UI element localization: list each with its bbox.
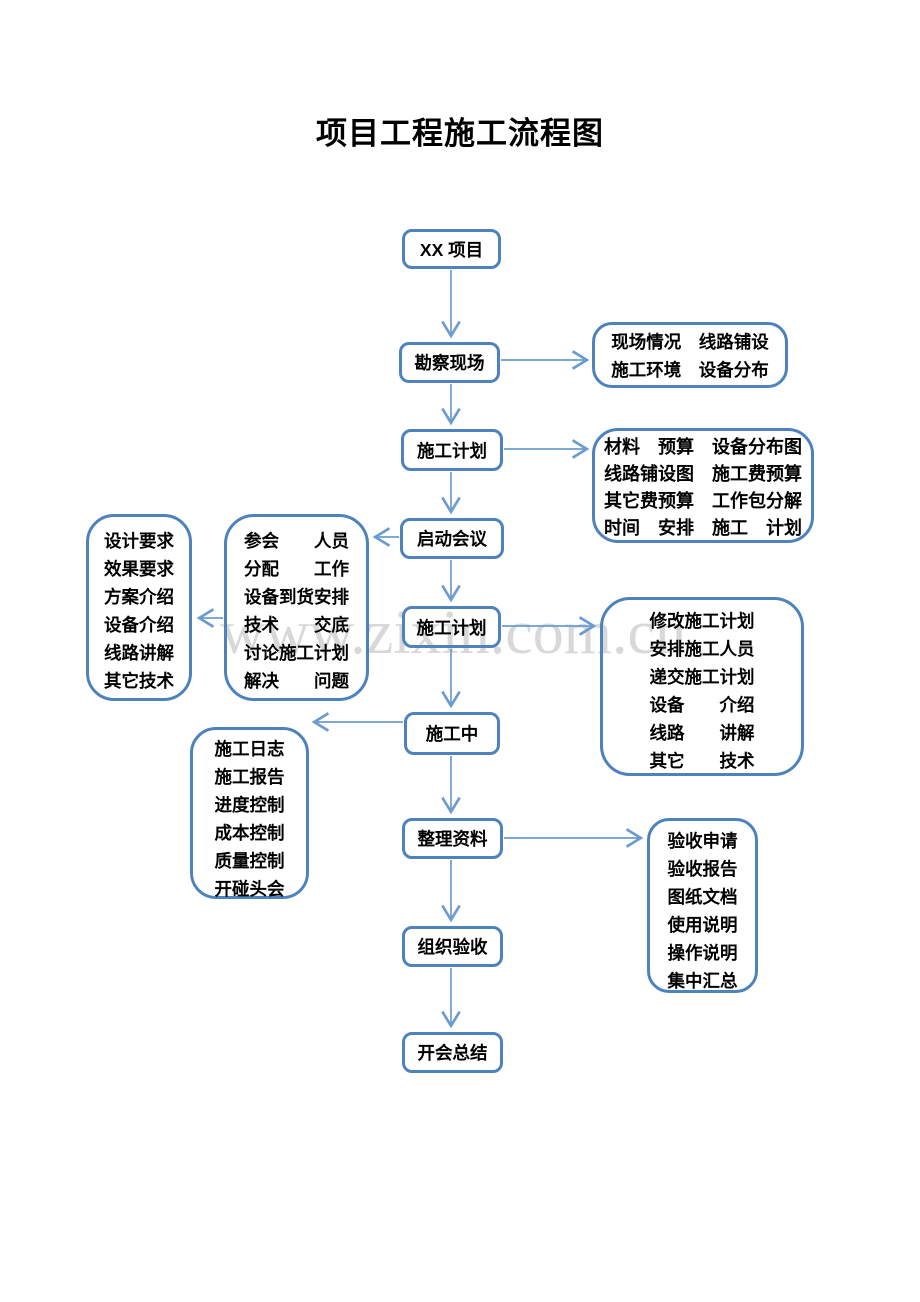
side-box-line: 操作说明 [667,943,738,963]
side-box-line: 修改施工计划 [649,611,755,631]
flow-node-label: 组织验收 [417,937,488,957]
side-box-line: 线路讲解 [104,643,174,663]
side-box-line: 施工报告 [214,767,285,787]
side-box-line: 线路 讲解 [649,723,755,743]
flow-node-label: 施工中 [425,724,479,744]
side-box-line: 其它 技术 [649,751,755,771]
side-box-line: 效果要求 [104,559,174,579]
side-box-line: 进度控制 [214,795,285,815]
side-box-line: 其它技术 [104,671,174,691]
flow-node-label: XX 项目 [419,239,484,260]
side-box-line: 图纸文档 [667,887,738,907]
side-box-line: 方案介绍 [104,587,174,607]
side-box-line: 时间 安排 施工 计划 [604,518,802,538]
flow-node-survey-site: 勘察现场 [399,342,500,383]
flow-node-label: 启动会议 [417,529,487,549]
side-box-design-topics: 设计要求 效果要求 方案介绍 设备介绍 线路讲解 其它技术 [86,514,192,701]
flow-node-label: 勘察现场 [414,353,485,373]
flow-node-label: 整理资料 [417,829,488,849]
side-box-line: 材料 预算 设备分布图 [604,437,802,457]
flow-node-label: 施工计划 [416,617,487,638]
page-title: 项目工程施工流程图 [316,116,604,151]
side-box-line: 成本控制 [214,823,285,843]
side-box-meeting-agenda: 参会 人员 分配 工作 设备到货安排 技术 交底 讨论施工计划 解决 问题 [224,514,369,701]
flow-node-construction-plan-1: 施工计划 [401,429,503,471]
side-box-line: 验收报告 [667,859,738,879]
side-box-line: 其它费预算 工作包分解 [604,491,802,511]
side-box-line: 质量控制 [214,851,285,871]
side-box-line: 递交施工计划 [649,667,755,687]
side-box-line: 技术 交底 [244,615,349,635]
side-box-acceptance-docs: 验收申请 验收报告 图纸文档 使用说明 操作说明 集中汇总 [647,818,758,993]
side-box-line: 施工环境 设备分布 [611,360,769,380]
side-box-plan-revision: 修改施工计划 安排施工人员 递交施工计划 设备 介绍 线路 讲解 其它 技术 [600,597,804,776]
side-box-line: 设备到货安排 [244,587,349,607]
side-box-line: 讨论施工计划 [244,643,349,663]
side-box-line: 设计要求 [104,531,174,551]
side-box-plan-details: 材料 预算 设备分布图 线路铺设图 施工费预算 其它费预算 工作包分解 时间 安… [592,428,814,543]
side-box-line: 设备 介绍 [649,695,755,715]
side-box-line: 开碰头会 [214,879,285,899]
side-box-line: 施工日志 [214,739,285,759]
flow-node-construction-plan-2: 施工计划 [402,606,501,648]
flow-node-organize-acceptance: 组织验收 [402,926,503,967]
side-box-line: 验收申请 [667,831,738,851]
side-box-site-conditions: 现场情况 线路铺设 施工环境 设备分布 [592,322,788,388]
flow-node-kickoff-meeting: 启动会议 [400,518,504,559]
side-box-line: 线路铺设图 施工费预算 [604,464,802,484]
flow-node-construction-in-progress: 施工中 [404,712,500,755]
side-box-line: 设备介绍 [104,615,174,635]
side-box-line: 安排施工人员 [649,639,755,659]
flow-node-xx-project: XX 项目 [402,229,501,269]
side-box-line: 参会 人员 [244,531,349,551]
side-box-construction-logs: 施工日志 施工报告 进度控制 成本控制 质量控制 开碰头会 [190,727,309,899]
side-box-line: 现场情况 线路铺设 [611,332,769,352]
flow-node-label: 开会总结 [417,1043,488,1063]
side-box-line: 解决 问题 [244,671,349,691]
flow-node-meeting-summary: 开会总结 [402,1032,503,1073]
flow-node-organize-materials: 整理资料 [402,818,503,859]
side-box-line: 使用说明 [667,915,738,935]
flow-node-label: 施工计划 [417,440,487,461]
side-box-line: 分配 工作 [244,559,349,579]
side-box-line: 集中汇总 [667,971,738,991]
